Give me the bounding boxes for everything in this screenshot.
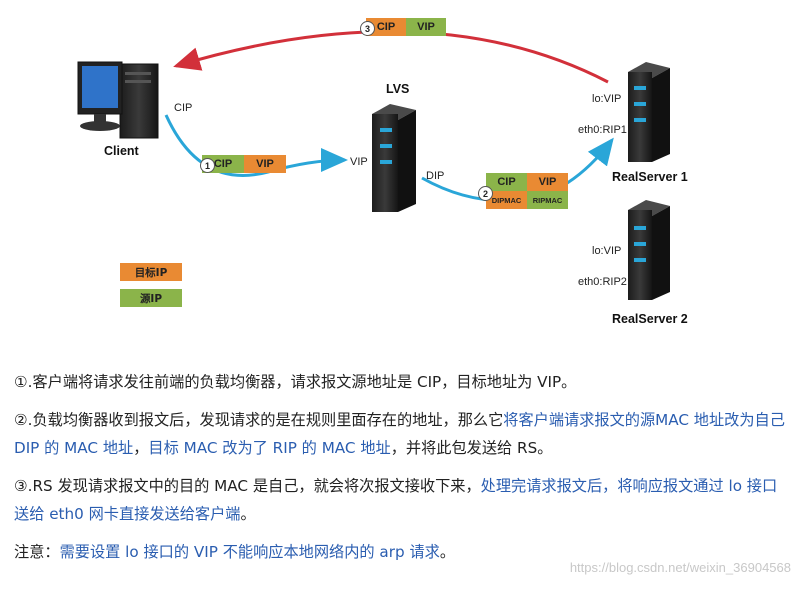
client-cip-label: CIP <box>174 102 193 114</box>
packet-step2: CIP VIP DIPMAC RIPMAC <box>486 173 568 209</box>
packet2-dst-mac: RIPMAC <box>527 191 568 209</box>
note4-label: 注意： <box>14 543 60 561</box>
packet-step3: CIP VIP <box>366 18 446 36</box>
packet1-dst: VIP <box>244 155 286 173</box>
realserver1-icon <box>628 62 670 162</box>
packet2-src: CIP <box>486 173 527 191</box>
step2-badge: 2 <box>478 186 493 201</box>
note-step1: ①.客户端将请求发往前端的负载均衡器，请求报文源地址是 CIP，目标地址为 VI… <box>14 368 789 396</box>
rs1-label: RealServer 1 <box>612 170 688 184</box>
legend-target-ip: 目标IP <box>120 263 182 281</box>
client-label: Client <box>104 144 139 158</box>
rs1-eth-label: eth0:RIP1 <box>578 124 627 136</box>
arrow-client-to-lvs <box>164 114 348 177</box>
note3-text-a: ③.RS 发现请求报文中的目的 MAC 是自己，就会将次报文接收下来， <box>14 477 481 495</box>
note2-highlight-b: 目标 MAC 改为了 RIP 的 MAC 地址 <box>148 439 391 457</box>
packet2-src-mac: DIPMAC <box>486 191 527 209</box>
note4-highlight: 需要设置 lo 接口的 VIP 不能响应本地网络内的 arp 请求 <box>59 543 440 561</box>
lvs-server-icon <box>372 104 416 212</box>
explanation-notes: ①.客户端将请求发往前端的负载均衡器，请求报文源地址是 CIP，目标地址为 VI… <box>14 368 789 576</box>
lvs-vip-label: VIP <box>350 156 368 168</box>
step3-badge: 3 <box>360 21 375 36</box>
client-computer-icon <box>77 61 159 139</box>
lvs-dr-diagram: CIP Client LVS VIP DIP lo:VIP eth0:RIP1 … <box>77 18 688 326</box>
note1-text: ①.客户端将请求发往前端的负载均衡器，请求报文源地址是 CIP，目标地址为 VI… <box>14 373 577 391</box>
note2-text-a: ②.负载均衡器收到报文后，发现请求的是在规则里面存在的地址，那么它 <box>14 411 504 429</box>
rs2-label: RealServer 2 <box>612 312 688 326</box>
packet3-dst: VIP <box>406 18 446 36</box>
note-step3: ③.RS 发现请求报文中的目的 MAC 是自己，就会将次报文接收下来，处理完请求… <box>14 472 789 528</box>
lvs-label: LVS <box>386 82 410 96</box>
rs2-eth-label: eth0:RIP2 <box>578 276 627 288</box>
note3-text-b: 。 <box>240 505 256 523</box>
note2-text-c: ，并将此包发送给 RS。 <box>390 439 553 457</box>
note3-highlight: 处理完请求报文后，将响应报文通过 lo 接口送给 eth0 网卡直接发送给客户端 <box>14 477 778 523</box>
packet3-src: CIP <box>366 18 406 36</box>
packet2-dst: VIP <box>527 173 568 191</box>
note2-text-b: ， <box>133 439 149 457</box>
note2-highlight-a: 将客户端请求报文的源MAC 地址改为自己 DIP 的 MAC 地址 <box>14 411 785 457</box>
lvs-dip-label: DIP <box>426 170 445 182</box>
note-caution: 注意：需要设置 lo 接口的 VIP 不能响应本地网络内的 arp 请求。 <box>14 538 789 566</box>
rs2-lo-label: lo:VIP <box>592 245 622 257</box>
diagram-canvas <box>77 30 670 300</box>
note-step2: ②.负载均衡器收到报文后，发现请求的是在规则里面存在的地址，那么它将客户端请求报… <box>14 406 789 462</box>
rs1-lo-label: lo:VIP <box>592 93 622 105</box>
realserver2-icon <box>628 200 670 300</box>
note4-text: 。 <box>439 543 456 561</box>
step1-badge: 1 <box>200 158 215 173</box>
legend-source-ip: 源IP <box>120 289 182 307</box>
arrow-rs1-to-client <box>173 30 609 84</box>
watermark: https://blog.csdn.net/weixin_36904568 <box>569 560 791 575</box>
